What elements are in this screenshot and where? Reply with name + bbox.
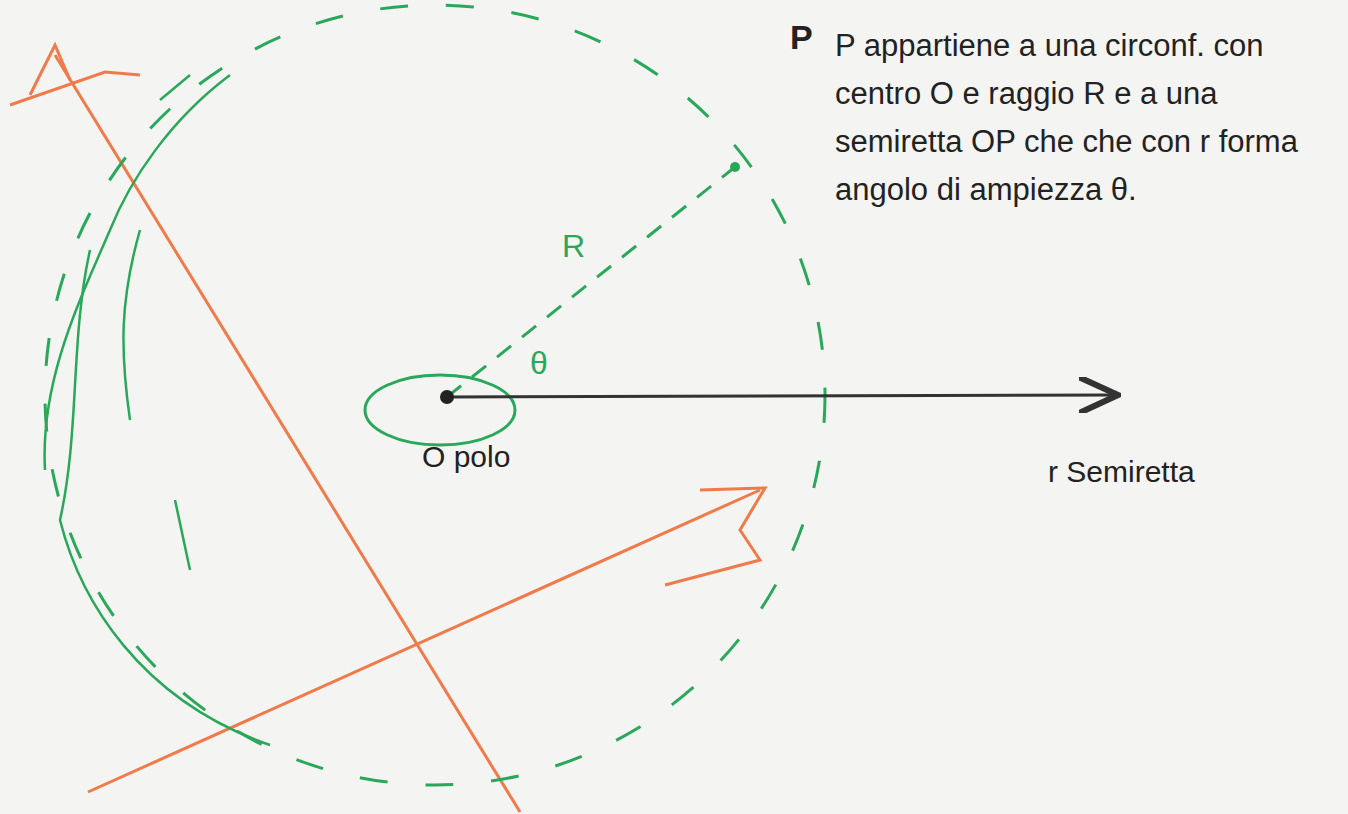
scribbles bbox=[45, 75, 270, 745]
pole-label: O polo bbox=[422, 440, 510, 474]
note: P appartiene a una circonf. con centro O… bbox=[835, 22, 1315, 214]
angle-mark bbox=[365, 375, 515, 445]
pole-dot bbox=[440, 390, 454, 404]
radius-label: R bbox=[562, 228, 585, 265]
ray-label: r Semiretta bbox=[1048, 455, 1195, 489]
point-p bbox=[730, 162, 740, 172]
ray bbox=[447, 395, 1115, 397]
radius-segment bbox=[447, 167, 735, 397]
angle-label: θ bbox=[530, 345, 548, 382]
point-label: P bbox=[790, 18, 813, 57]
